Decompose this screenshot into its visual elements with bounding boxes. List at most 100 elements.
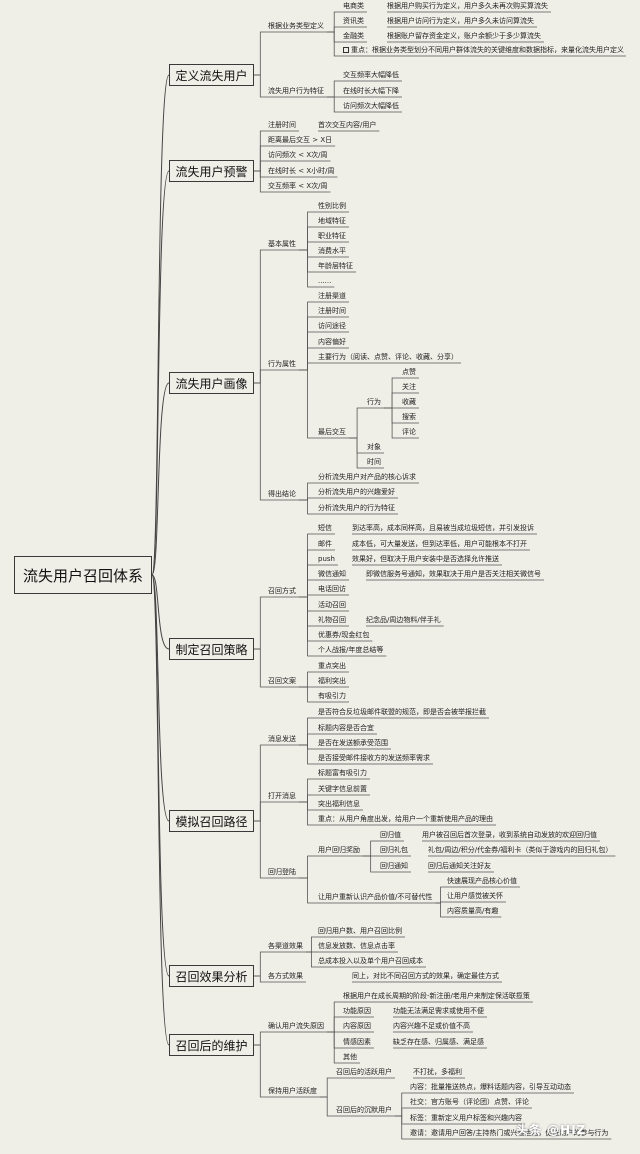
node-l36[interactable]: 搜索 [402,413,416,422]
node-l50[interactable]: 效果好，但取决于用户安装中是否选择允许推送 [352,555,499,564]
node-l32[interactable]: 行为 [367,398,381,407]
node-l98[interactable]: 缺乏存在感、归属感、满足感 [393,1038,484,1047]
branch-lost-user-warning[interactable]: 流失用户预警 [169,160,254,182]
node-l41[interactable]: 分析流失用户对产品的核心诉求 [318,473,416,482]
node-l61[interactable]: 福利突出 [318,677,346,686]
node-l91[interactable]: 确认用户流失原因 [268,1022,324,1031]
node-l47[interactable]: 邮件 [318,540,332,549]
node-l15[interactable]: 访问频次 < X次/周 [268,151,327,160]
node-l26[interactable]: 注册渠道 [318,292,346,301]
node-l59[interactable]: 召回文案 [268,677,296,686]
node-l65[interactable]: 标题内容是否合宜 [318,724,374,733]
node-l104[interactable]: 内容：批量推送热点，爆料话题内容，引导互动动态 [410,1083,571,1092]
node-l78[interactable]: 礼包/周边/积分/代金券/福利卡（类似于游戏内的回归礼包） [428,846,612,855]
node-l79[interactable]: 回归通知 [380,862,408,871]
node-l74[interactable]: 用户回归奖励 [318,846,360,855]
node-l87[interactable]: 信息发放数、信息点击率 [318,942,395,951]
node-l7[interactable]: 重点：根据业务类型划分不同用户群体流失的关键维度和数据指标，来量化流失用户定义 [343,46,624,55]
node-l31[interactable]: 最后交互 [318,428,346,437]
node-l42[interactable]: 分析流失用户的兴趣爱好 [318,488,395,497]
node-l45[interactable]: 短信 [318,524,332,533]
branch-lost-user-profile[interactable]: 流失用户画像 [169,372,254,394]
node-l72[interactable]: 重点：从用户角度出发，给用户一个重新使用产品的理由 [318,815,493,824]
node-l58[interactable]: 个人战报/年度总结等 [318,646,383,655]
node-l73[interactable]: 回归登陆 [268,868,296,877]
node-l43[interactable]: 分析流失用户的行为特征 [318,504,395,513]
node-l81[interactable]: 让用户重新认识产品价值/不可替代性 [318,893,432,902]
node-l34[interactable]: 关注 [402,383,416,392]
node-l77[interactable]: 回归礼包 [380,846,408,855]
node-l25[interactable]: 行为属性 [268,360,296,369]
node-l30[interactable]: 主要行为（阅读、点赞、评论、收藏、分享） [318,353,458,362]
node-l76[interactable]: 用户被召回后首次登录，收到系统自动发放的欢迎回归值 [422,831,597,840]
node-l103[interactable]: 召回后的沉默用户 [336,1106,392,1115]
node-l18[interactable]: 基本属性 [268,240,296,249]
node-l17[interactable]: 交互频率 < X次/周 [268,182,327,191]
node-l86[interactable]: 回归用户数、用户召回比例 [318,927,402,936]
node-l101[interactable]: 召回后的活跃用户 [336,1068,392,1077]
node-l4[interactable]: 根据用户访问行为定义，用户多久未访问算流失 [387,17,534,26]
branch-post-recall-maintenance[interactable]: 召回后的维护 [169,1034,254,1056]
node-l84[interactable]: 内容质量高/有趣 [447,907,498,916]
node-l82[interactable]: 快速展现产品核心价值 [447,877,517,886]
node-l12[interactable]: 注册时间 [268,121,296,130]
node-l49[interactable]: push [318,555,335,564]
node-l3[interactable]: 资讯类 [343,17,364,26]
node-l54[interactable]: 活动召回 [318,601,346,610]
node-l90[interactable]: 同上，对比不同召回方式的效果，确定最佳方式 [352,972,499,981]
node-l14[interactable]: 距离最后交互 > X日 [268,136,332,145]
node-l21[interactable]: 职业特征 [318,232,346,241]
node-l44[interactable]: 召回方式 [268,587,296,596]
node-l95[interactable]: 内容原因 [343,1022,371,1031]
node-l16[interactable]: 在线时长 < X小时/周 [268,167,334,176]
node-l83[interactable]: 让用户感觉被关怀 [447,892,503,901]
node-l1[interactable]: 电商类 [343,2,364,11]
node-l8[interactable]: 流失用户行为特征 [268,87,324,96]
node-l23[interactable]: 年龄层特征 [318,262,353,271]
node-l39[interactable]: 时间 [367,458,381,467]
node-l38[interactable]: 对象 [367,443,381,452]
node-l99[interactable]: 其他 [343,1053,357,1062]
node-l13[interactable]: 首次交互内容/用户 [318,121,376,130]
node-l27[interactable]: 注册时间 [318,307,346,316]
node-l11[interactable]: 访问频次大幅降低 [343,102,399,111]
node-l66[interactable]: 是否在发送额承受范围 [318,739,388,748]
branch-recall-strategy[interactable]: 制定召回策略 [169,638,254,660]
node-l2[interactable]: 根据用户购买行为定义，用户多久未再次购买算流失 [387,2,548,11]
node-l97[interactable]: 情感因素 [343,1038,371,1047]
node-l0[interactable]: 根据业务类型定义 [268,22,324,31]
branch-recall-effect[interactable]: 召回效果分析 [169,965,254,987]
node-l107[interactable]: 邀请：邀请用户回答/主持热门或兴趣活题，促进用户的参与行为 [410,1129,608,1138]
node-l94[interactable]: 功能无法满足需求或使用不便 [393,1007,484,1016]
node-l88[interactable]: 总成本投入以及单个用户召回成本 [318,957,423,966]
node-l102[interactable]: 不打扰，多福利 [413,1068,462,1077]
node-l5[interactable]: 金融类 [343,32,364,41]
node-l28[interactable]: 访问途径 [318,322,346,331]
node-l56[interactable]: 纪念品/周边物料/伴手礼 [366,616,441,625]
node-l80[interactable]: 回归后通知关注好友 [428,862,491,871]
node-l62[interactable]: 有吸引力 [318,692,346,701]
node-l67[interactable]: 是否接受邮件接收方的发送频率需求 [318,754,430,763]
node-l105[interactable]: 社交：官方账号（评论团）点赞、评论 [410,1098,529,1107]
node-l55[interactable]: 礼物召回 [318,616,346,625]
node-l68[interactable]: 打开消息 [268,792,296,801]
node-l57[interactable]: 优惠券/现金红包 [318,631,369,640]
node-l29[interactable]: 内容偏好 [318,338,346,347]
root-node[interactable]: 流失用户召回体系 [14,556,152,594]
node-l9[interactable]: 交互频率大幅降低 [343,71,399,80]
node-l70[interactable]: 关键字信息前置 [318,785,367,794]
node-l75[interactable]: 回归值 [380,831,401,840]
node-l69[interactable]: 标题富有吸引力 [318,769,367,778]
node-l71[interactable]: 突出福利信息 [318,800,360,809]
node-l48[interactable]: 成本低，可大量发送，但到达率低，用户可能根本不打开 [352,540,527,549]
node-l92[interactable]: 根据用户在成长周期的阶段-新注册/老用户来制定保活联揽策 [343,992,530,1001]
node-l93[interactable]: 功能原因 [343,1007,371,1016]
node-l10[interactable]: 在线时长大幅下降 [343,87,399,96]
node-l53[interactable]: 电话回访 [318,585,346,594]
node-l63[interactable]: 消息发送 [268,735,296,744]
node-l51[interactable]: 微信通知 [318,570,346,579]
node-l106[interactable]: 标签：重新定义用户标签和兴趣内容 [410,1114,522,1123]
node-l89[interactable]: 各方式效果 [268,972,303,981]
node-l37[interactable]: 评论 [402,428,416,437]
branch-recall-path[interactable]: 模拟召回路径 [169,810,254,832]
